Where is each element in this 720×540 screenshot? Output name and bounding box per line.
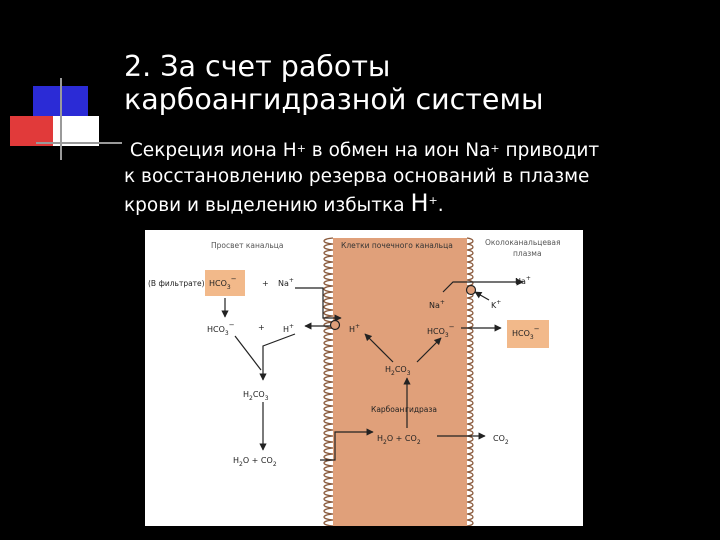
- arrow-h-to-h2co3: [259, 333, 296, 381]
- diagram-svg: Просвет канальца Клетки почечного каналь…: [145, 230, 583, 527]
- label-cells: Клетки почечного канальца: [341, 241, 453, 250]
- kidney-tubule-diagram: Просвет канальца Клетки почечного каналь…: [145, 230, 583, 530]
- na-lumen: Na+: [278, 277, 294, 288]
- arrow-na-into-cell: [295, 287, 342, 322]
- decor-horizontal-line: [36, 142, 122, 144]
- arrow-h2co3-to-h: [364, 333, 394, 363]
- body-line-2: к восстановлению резерва оснований в пла…: [124, 166, 590, 187]
- decor-vertical-line: [60, 78, 62, 160]
- filtrate-hco3-box: [205, 270, 245, 296]
- na-h-exchanger: [329, 319, 341, 331]
- label-plasma-1: Околоканальцевая: [485, 238, 561, 247]
- arrow-co2-into-cell: [320, 428, 374, 461]
- decor-red-square: [10, 116, 53, 146]
- plus-sign-2: +: [258, 323, 265, 332]
- h-cell: H+: [349, 323, 360, 334]
- hco3-cell: HCO3−: [427, 323, 455, 339]
- carbonic-anhydrase-1: Карбоан: [371, 405, 404, 414]
- slide-title: 2. За счет работы карбоангидразной систе…: [124, 50, 543, 116]
- na-k-pump: [465, 284, 477, 296]
- label-plasma-2: плазма: [513, 249, 542, 258]
- h2co3-lumen: H2CO3: [243, 390, 269, 402]
- label-filtrate: (В фильтрате): [148, 279, 205, 288]
- body-line-1: Секреция иона Н+ в обмен на ион Na+ прив…: [129, 140, 600, 161]
- hco3-plasma: HCO3−: [512, 325, 540, 341]
- h2o-co2-lumen: H2O + CO2: [233, 456, 277, 468]
- slide-body: Секреция иона Н+ в обмен на ион Na+ прив…: [124, 138, 694, 219]
- h2o-co2-cell: H2O + CO2: [377, 434, 421, 446]
- title-line-1: 2. За счет работы: [124, 50, 391, 83]
- arrow-hco3-merge: [234, 335, 262, 371]
- plus-sign-1: +: [262, 279, 269, 288]
- hco3-filtrate: HCO3−: [209, 275, 237, 291]
- arrows: [221, 278, 524, 461]
- title-line-2: карбоангидразной системы: [124, 83, 544, 116]
- basal-membrane-right: [466, 237, 474, 527]
- tubule-cell: [333, 238, 467, 526]
- plasma-hco3-box: [507, 320, 549, 348]
- arrow-h2co3-to-hco3: [416, 337, 442, 363]
- brush-border-left: [323, 237, 334, 527]
- arrow-na-to-plasma: [442, 278, 524, 293]
- na-cell: Na+: [429, 299, 445, 310]
- carbonic-anhydrase-2: гидраза: [405, 405, 437, 414]
- h-lumen: H+: [283, 323, 294, 334]
- h2co3-cell: H2CO3: [385, 365, 411, 377]
- body-line-3: крови и выделению избытка Н+.: [124, 189, 444, 217]
- co2-plasma: CO2: [493, 434, 509, 446]
- label-lumen: Просвет канальца: [211, 241, 283, 250]
- arrow-k-into-cell: [474, 291, 490, 301]
- k-plasma: K+: [491, 299, 501, 310]
- hco3-lumen: HCO3−: [207, 321, 235, 337]
